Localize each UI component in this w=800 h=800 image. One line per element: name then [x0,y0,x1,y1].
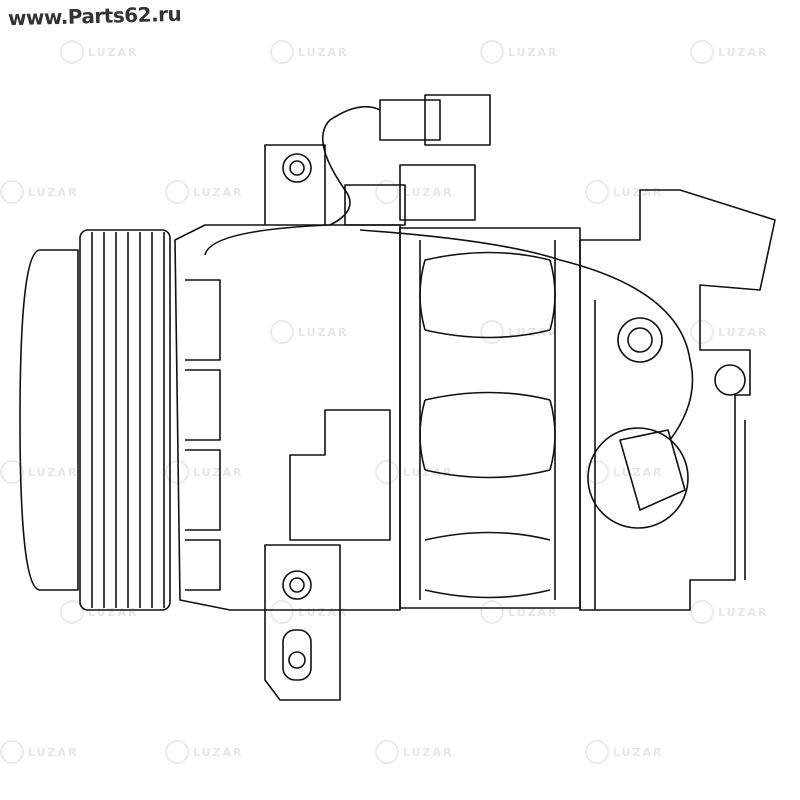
control-valve [587,427,689,529]
luzar-logo-icon [165,740,189,764]
luzar-logo-icon [690,40,714,64]
watermark-text: LUZAR [508,45,559,59]
luzar-logo-icon [480,40,504,64]
watermark: LUZAR [375,460,454,484]
watermark: LUZAR [690,320,769,344]
luzar-logo-icon [585,180,609,204]
site-url[interactable]: www.Parts62.ru [7,1,182,31]
watermark: LUZAR [165,740,244,764]
watermark-text: LUZAR [28,185,79,199]
watermark: LUZAR [585,740,664,764]
watermark-text: LUZAR [88,605,139,619]
mounting-ear-bottom [264,544,341,701]
clutch-plate [19,249,79,591]
watermark-text: LUZAR [718,45,769,59]
watermark-text: LUZAR [28,745,79,759]
watermark-text: LUZAR [28,465,79,479]
watermark-text: LUZAR [403,465,454,479]
watermark: LUZAR [270,320,349,344]
luzar-logo-icon [270,600,294,624]
watermark-text: LUZAR [613,465,664,479]
luzar-logo-icon [690,600,714,624]
rear-housing [579,189,776,611]
watermark: LUZAR [270,40,349,64]
luzar-logo-icon [480,600,504,624]
watermark: LUZAR [585,180,664,204]
watermark-text: LUZAR [298,605,349,619]
luzar-logo-icon [60,40,84,64]
watermark-text: LUZAR [403,745,454,759]
watermark: LUZAR [0,460,79,484]
luzar-logo-icon [270,320,294,344]
luzar-logo-icon [375,180,399,204]
luzar-logo-icon [0,740,24,764]
watermark: LUZAR [690,40,769,64]
watermark: LUZAR [60,40,139,64]
watermark: LUZAR [165,460,244,484]
watermark-text: LUZAR [613,745,664,759]
watermark-text: LUZAR [298,325,349,339]
watermark: LUZAR [690,600,769,624]
luzar-logo-icon [585,740,609,764]
watermark: LUZAR [0,740,79,764]
watermark: LUZAR [585,460,664,484]
luzar-logo-icon [375,460,399,484]
watermark: LUZAR [480,40,559,64]
luzar-logo-icon [480,320,504,344]
luzar-logo-icon [60,600,84,624]
watermark: LUZAR [60,600,139,624]
watermark-text: LUZAR [193,745,244,759]
wiring-harness [204,94,694,441]
watermark-text: LUZAR [88,45,139,59]
luzar-logo-icon [165,180,189,204]
watermark: LUZAR [375,740,454,764]
watermark-text: LUZAR [193,465,244,479]
mounting-ear-top [264,144,326,225]
watermark-text: LUZAR [403,185,454,199]
luzar-logo-icon [585,460,609,484]
front-housing [174,224,401,611]
luzar-logo-icon [270,40,294,64]
watermark-text: LUZAR [298,45,349,59]
watermark: LUZAR [375,180,454,204]
watermark: LUZAR [0,180,79,204]
watermark: LUZAR [165,180,244,204]
luzar-logo-icon [0,460,24,484]
watermark: LUZAR [270,600,349,624]
cylinder-body [399,227,581,609]
watermark-text: LUZAR [613,185,664,199]
watermark-text: LUZAR [193,185,244,199]
watermark-text: LUZAR [718,325,769,339]
pulley [79,229,171,611]
luzar-logo-icon [375,740,399,764]
watermark-text: LUZAR [718,605,769,619]
luzar-logo-icon [165,460,189,484]
luzar-logo-icon [690,320,714,344]
luzar-logo-icon [0,180,24,204]
